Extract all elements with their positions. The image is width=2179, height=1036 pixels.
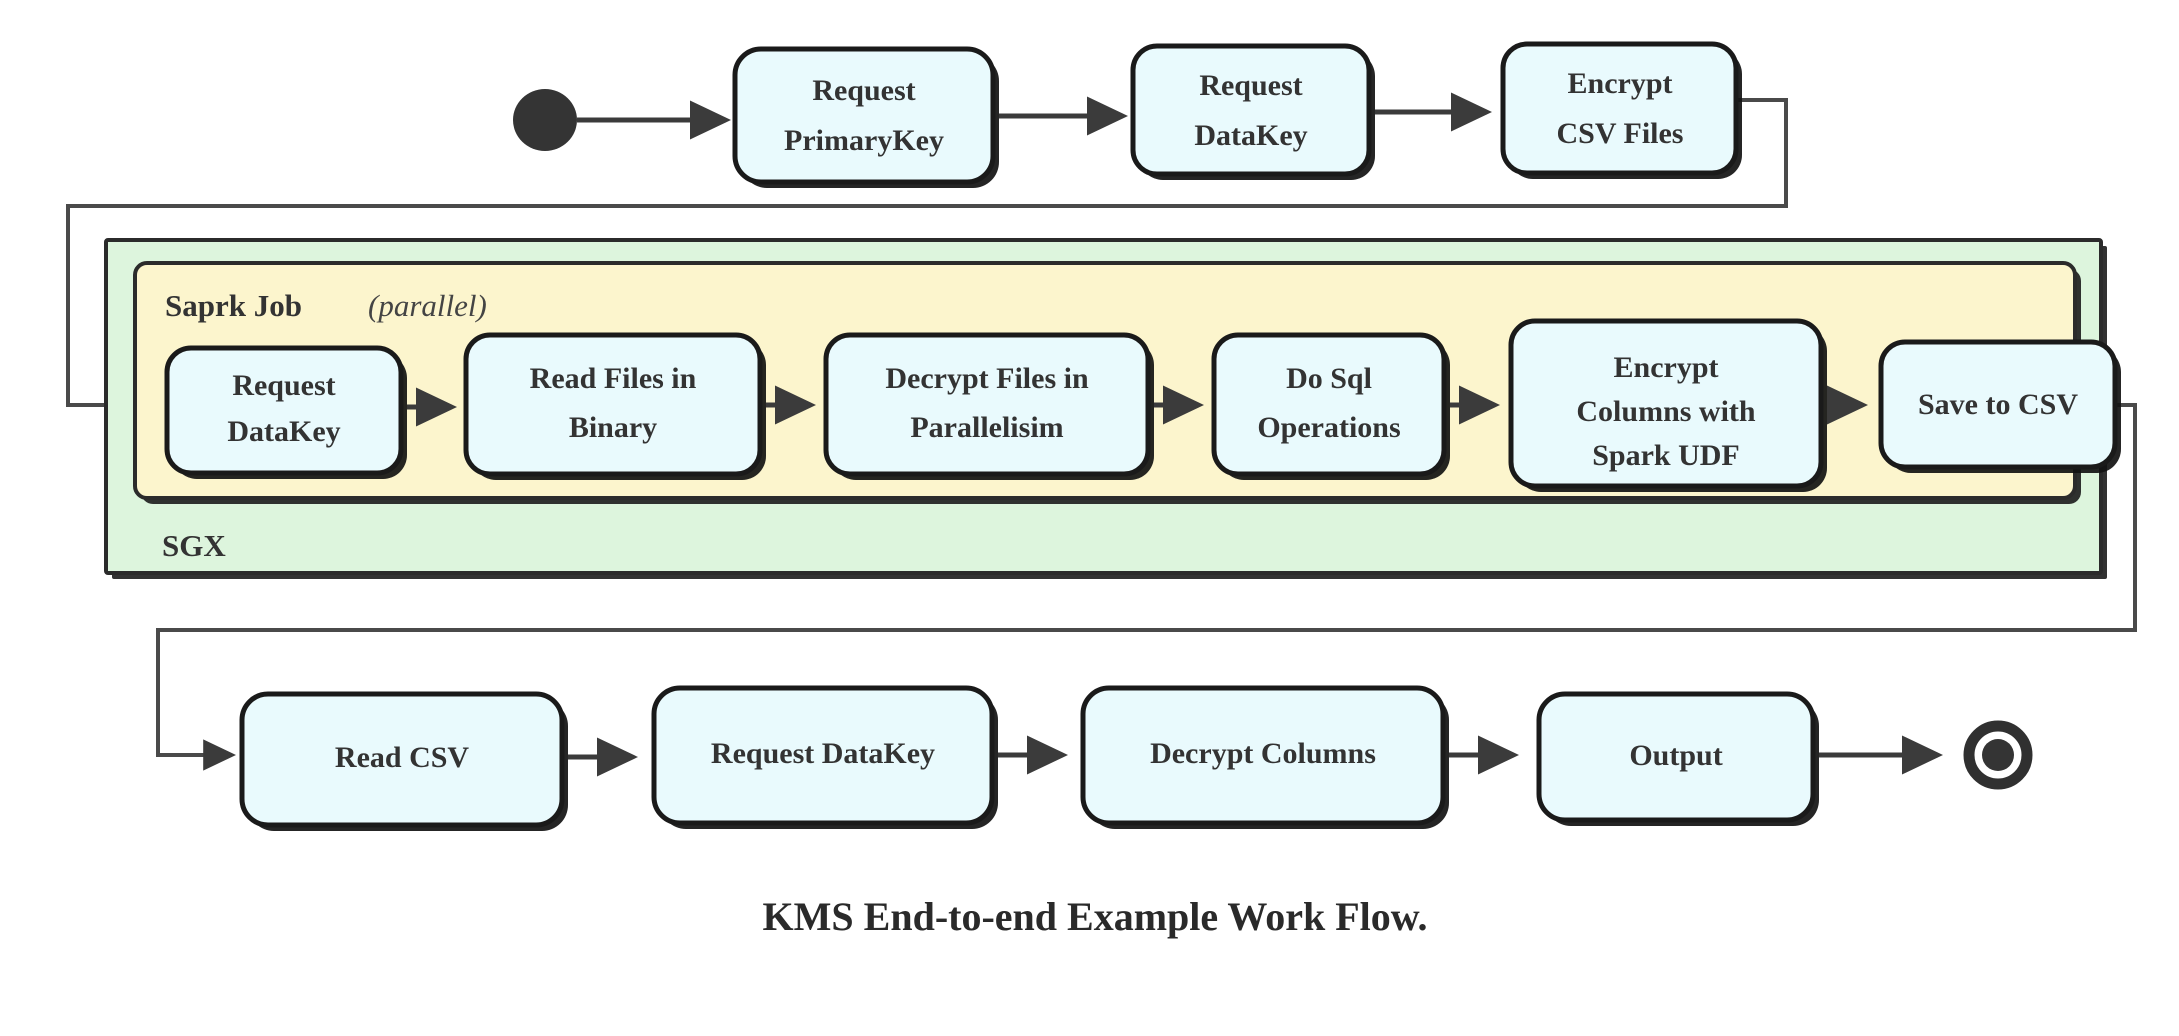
node-output-line-0: Output <box>1629 739 1722 772</box>
node-read-csv-box[interactable] <box>239 691 565 828</box>
node-decrypt-columns-line-0: Decrypt Columns <box>1150 737 1376 770</box>
node-do-sql-operations[interactable]: Do Sql Operations <box>1211 332 1450 480</box>
node-request-primarykey-line-1: PrimaryKey <box>784 124 944 157</box>
node-request-primarykey-line-0: Request <box>812 74 915 107</box>
node-request-datakey-bottom-line-0: Request DataKey <box>711 737 935 770</box>
edge-save-to-csv-to-read-csv <box>156 403 2137 771</box>
node-request-datakey-top-box[interactable] <box>1130 43 1372 177</box>
node-request-datakey-top[interactable]: Request DataKey <box>1130 43 1375 180</box>
end-node <box>1963 720 2033 790</box>
node-save-to-csv[interactable]: Save to CSV <box>1878 339 2121 473</box>
node-encrypt-columns-with-spark-udf[interactable]: Encrypt Columns with Spark UDF <box>1508 318 1827 492</box>
node-encrypt-columns-with-spark-udf-box[interactable] <box>1508 318 1824 489</box>
node-read-csv[interactable]: Read CSV <box>239 691 568 831</box>
node-read-files-in-binary-line-1: Binary <box>569 411 657 444</box>
node-save-to-csv-line-0: Save to CSV <box>1918 388 2078 421</box>
start-node <box>513 89 577 151</box>
node-encrypt-csv-files-line-0: Encrypt <box>1568 67 1673 100</box>
node-request-datakey-spark-box[interactable] <box>164 345 404 476</box>
node-request-datakey-top-line-0: Request <box>1199 69 1302 102</box>
node-read-files-in-binary-line-0: Read Files in <box>530 362 697 395</box>
node-read-files-in-binary-box[interactable] <box>463 332 763 477</box>
spark-job-region-modifier: (parallel) <box>368 288 487 323</box>
node-do-sql-operations-line-0: Do Sql <box>1286 362 1372 395</box>
node-decrypt-files-in-parallelisim[interactable]: Decrypt Files in Parallelisim <box>823 332 1154 480</box>
spark-job-region-label: Saprk Job <box>165 288 302 323</box>
node-decrypt-columns[interactable]: Decrypt Columns <box>1080 685 1449 829</box>
node-decrypt-files-in-parallelisim-line-1: Parallelisim <box>910 411 1063 444</box>
node-save-to-csv-box[interactable] <box>1878 339 2118 470</box>
figure-caption: KMS End-to-end Example Work Flow. <box>763 894 1428 939</box>
node-decrypt-files-in-parallelisim-line-0: Decrypt Files in <box>885 362 1089 395</box>
node-output[interactable]: Output <box>1536 691 1819 826</box>
node-request-datakey-bottom[interactable]: Request DataKey <box>651 685 998 829</box>
node-request-datakey-spark-line-0: Request <box>232 369 335 402</box>
node-decrypt-files-in-parallelisim-box[interactable] <box>823 332 1151 477</box>
node-decrypt-columns-box[interactable] <box>1080 685 1446 826</box>
node-encrypt-csv-files-line-1: CSV Files <box>1557 117 1684 150</box>
node-output-box[interactable] <box>1536 691 1816 823</box>
sgx-region-label: SGX <box>162 528 226 563</box>
node-do-sql-operations-line-1: Operations <box>1257 411 1400 444</box>
edge-encrypt-csv-to-spark-datakey <box>66 98 1788 421</box>
node-request-datakey-top-line-1: DataKey <box>1194 119 1307 152</box>
node-read-csv-line-0: Read CSV <box>335 741 470 774</box>
node-request-primarykey-box[interactable] <box>732 46 996 185</box>
node-request-primarykey[interactable]: Request PrimaryKey <box>732 46 999 188</box>
start-dot-icon <box>513 89 577 151</box>
node-request-datakey-spark-line-1: DataKey <box>227 415 340 448</box>
end-ring-icon <box>1963 720 2033 790</box>
node-encrypt-csv-files[interactable]: Encrypt CSV Files <box>1500 41 1742 179</box>
node-request-datakey-bottom-box[interactable] <box>651 685 995 826</box>
node-encrypt-csv-files-box[interactable] <box>1500 41 1739 176</box>
node-request-datakey-spark[interactable]: Request DataKey <box>164 345 407 479</box>
end-core-icon <box>1982 739 2014 771</box>
node-encrypt-columns-line-1: Columns with <box>1576 395 1756 428</box>
node-encrypt-columns-line-0: Encrypt <box>1614 351 1719 384</box>
node-encrypt-columns-line-2: Spark UDF <box>1592 439 1740 472</box>
node-read-files-in-binary[interactable]: Read Files in Binary <box>463 332 766 480</box>
node-do-sql-operations-box[interactable] <box>1211 332 1447 477</box>
